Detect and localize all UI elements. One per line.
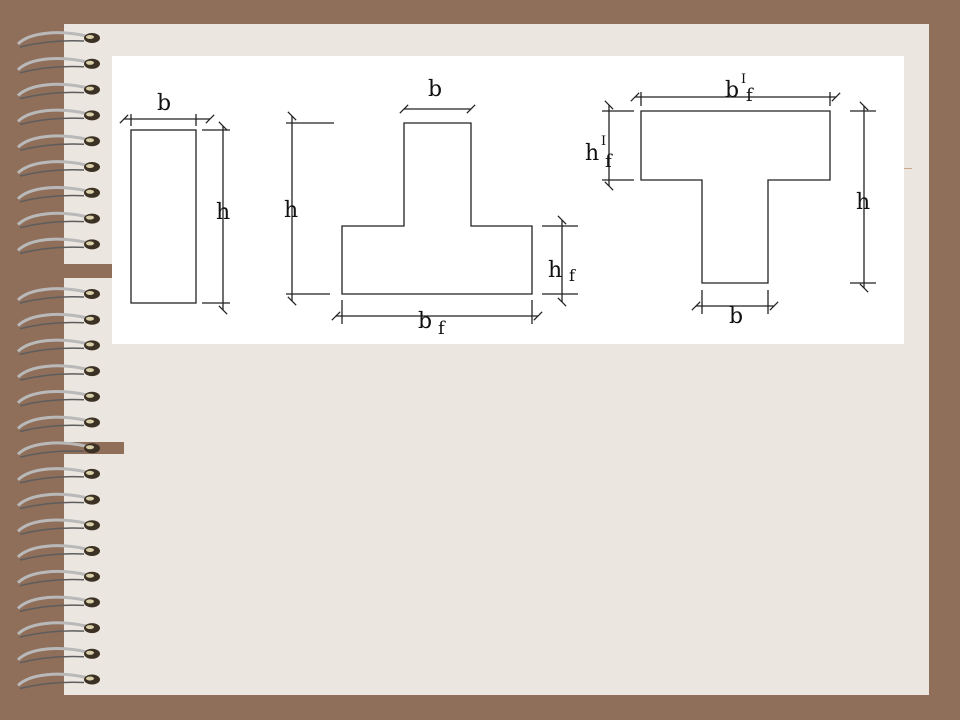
spiral-binding <box>0 0 120 720</box>
binding-ring <box>16 31 100 48</box>
t-b-label: b <box>729 304 743 329</box>
binding-ring <box>16 595 100 613</box>
t-hf-prime: I <box>601 134 606 149</box>
t-bf-sub: f <box>746 85 754 106</box>
binding-ring <box>16 390 100 407</box>
t-bf-prime: I <box>741 72 746 87</box>
binding-ring <box>16 518 100 536</box>
inv-t-bf-label: b <box>418 309 432 334</box>
binding-ring <box>16 312 100 330</box>
t-section <box>640 110 831 284</box>
binding-ring <box>16 441 100 458</box>
binding-ring <box>16 237 100 255</box>
page-tab-gap <box>64 264 112 278</box>
inv-t-hf-sub: f <box>569 266 576 285</box>
inv-t-hf-label: h <box>548 258 562 283</box>
binding-ring <box>16 544 100 561</box>
binding-ring <box>16 287 100 304</box>
t-bf-label: b <box>725 78 739 103</box>
rectangular-section <box>130 129 197 304</box>
t-hf-label: h <box>585 141 599 166</box>
spiral-rings <box>16 31 100 690</box>
binding-ring <box>16 621 100 638</box>
rect-b-label: b <box>157 91 171 116</box>
binding-ring <box>16 364 100 381</box>
binding-ring <box>16 415 100 433</box>
binding-ring <box>16 82 100 100</box>
binding-ring <box>16 160 100 177</box>
binding-ring <box>16 467 100 484</box>
beam-sections-diagram: b h b h h f b f b I f h I f h b <box>112 56 904 344</box>
inv-t-bf-sub: f <box>438 318 446 339</box>
sections-svg: b h b h h f b f b I f h I f h b <box>119 72 876 339</box>
binding-ring <box>16 492 100 510</box>
binding-ring <box>16 211 100 229</box>
binding-ring <box>16 647 100 664</box>
inv-t-h-label: h <box>284 198 298 223</box>
inverted-t-section <box>341 122 533 295</box>
t-h-label: h <box>856 190 870 215</box>
binding-ring <box>16 338 100 356</box>
binding-ring <box>16 57 100 74</box>
binding-ring <box>16 186 100 203</box>
rect-h-label: h <box>216 200 230 225</box>
binding-ring <box>16 134 100 151</box>
t-hf-sub: f <box>605 151 613 172</box>
inv-t-b-label: b <box>428 77 442 102</box>
binding-ring <box>16 108 100 126</box>
binding-ring <box>16 672 100 690</box>
binding-ring <box>16 569 100 587</box>
